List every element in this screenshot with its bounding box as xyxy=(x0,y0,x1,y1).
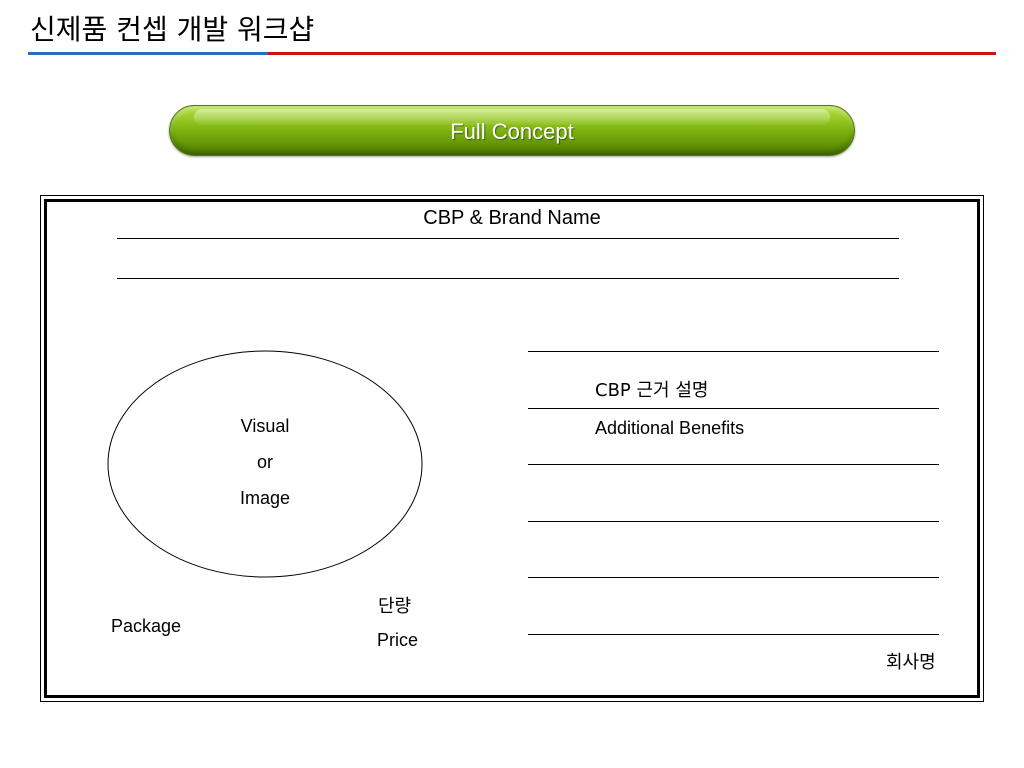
banner-label: Full Concept xyxy=(450,119,574,144)
concept-board-outer-border xyxy=(40,195,984,702)
cbp-reason-label: CBP 근거 설명 xyxy=(595,380,709,401)
title-underline-red xyxy=(268,52,996,55)
banner-gloss xyxy=(194,109,830,125)
brand-line-2 xyxy=(117,278,899,279)
cbp-brand-name-label: CBP & Brand Name xyxy=(423,207,601,229)
or-label: or xyxy=(256,452,273,472)
benefit-line-2 xyxy=(528,408,939,409)
price-label: Price xyxy=(377,630,419,650)
page-title: 신제품 컨셉 개발 워크샵 xyxy=(30,13,315,46)
benefit-line-5 xyxy=(528,577,939,578)
brand-line-1 xyxy=(117,238,899,239)
benefit-line-6 xyxy=(528,634,939,635)
volume-label: 단량 xyxy=(378,596,412,617)
visual-ellipse-shape xyxy=(107,350,423,578)
visual-label: Visual xyxy=(240,416,290,436)
full-concept-banner: Full Concept xyxy=(169,105,855,156)
company-name-label: 회사명 xyxy=(886,652,936,673)
visual-image-ellipse xyxy=(107,350,423,578)
concept-board-inner-border xyxy=(44,199,980,698)
benefit-line-1 xyxy=(528,351,939,352)
benefit-line-4 xyxy=(528,521,939,522)
title-underline-blue xyxy=(28,52,268,55)
additional-benefits-label: Additional Benefits xyxy=(595,418,745,438)
image-label: Image xyxy=(239,488,291,508)
package-label: Package xyxy=(111,616,182,636)
benefit-line-3 xyxy=(528,464,939,465)
